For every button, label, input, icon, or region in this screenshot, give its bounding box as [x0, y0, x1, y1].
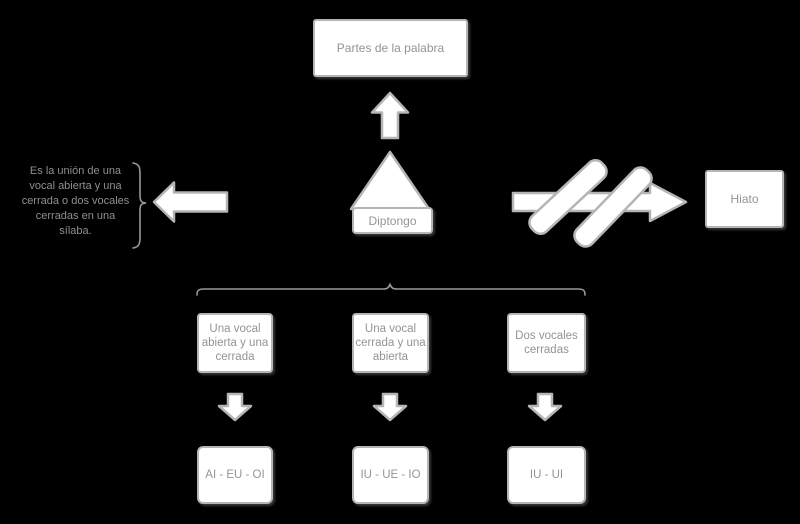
triangle-icon: [349, 150, 431, 211]
node-examples-iu-ui: IU - UI: [507, 446, 586, 504]
bottom-curly-brace-icon: [196, 282, 586, 296]
node-label: Partes de la palabra: [336, 41, 445, 55]
node-partes-de-la-palabra: Partes de la palabra: [313, 19, 468, 77]
node-type-abierta-cerrada: Una vocal abierta y una cerrada: [197, 313, 273, 373]
down-arrow-icon: [527, 392, 563, 422]
node-label: IU - UE - IO: [360, 469, 421, 481]
node-diptongo: Diptongo: [352, 207, 433, 234]
node-hiato: Hiato: [705, 170, 784, 228]
node-label: Una vocal cerrada y una abierta: [355, 323, 426, 363]
node-label: Hiato: [730, 192, 759, 206]
node-examples-iu-ue-io: IU - UE - IO: [352, 446, 429, 504]
node-label: Una vocal abierta y una cerrada: [201, 323, 269, 363]
right-arrow-crossed: [511, 159, 688, 248]
node-label: IU - UI: [529, 469, 564, 481]
definition-note: Es la unión de una vocal abierta y una c…: [21, 165, 130, 237]
down-arrow-icon: [217, 392, 253, 422]
up-arrow-icon: [370, 91, 410, 140]
down-arrow-icon: [372, 392, 408, 422]
node-examples-ai-eu-oi: AI - EU - OI: [197, 446, 273, 504]
node-type-dos-cerradas: Dos vocales cerradas: [507, 313, 586, 373]
left-curly-brace-icon: [132, 162, 147, 249]
left-arrow-icon: [152, 181, 229, 223]
slash-bar-2-icon: [573, 166, 653, 248]
node-label: Dos vocales cerradas: [515, 330, 578, 356]
node-label: AI - EU - OI: [205, 469, 265, 481]
node-type-cerrada-abierta: Una vocal cerrada y una abierta: [352, 313, 429, 373]
slash-bar-1-icon: [528, 159, 608, 235]
node-label: Diptongo: [368, 213, 417, 228]
